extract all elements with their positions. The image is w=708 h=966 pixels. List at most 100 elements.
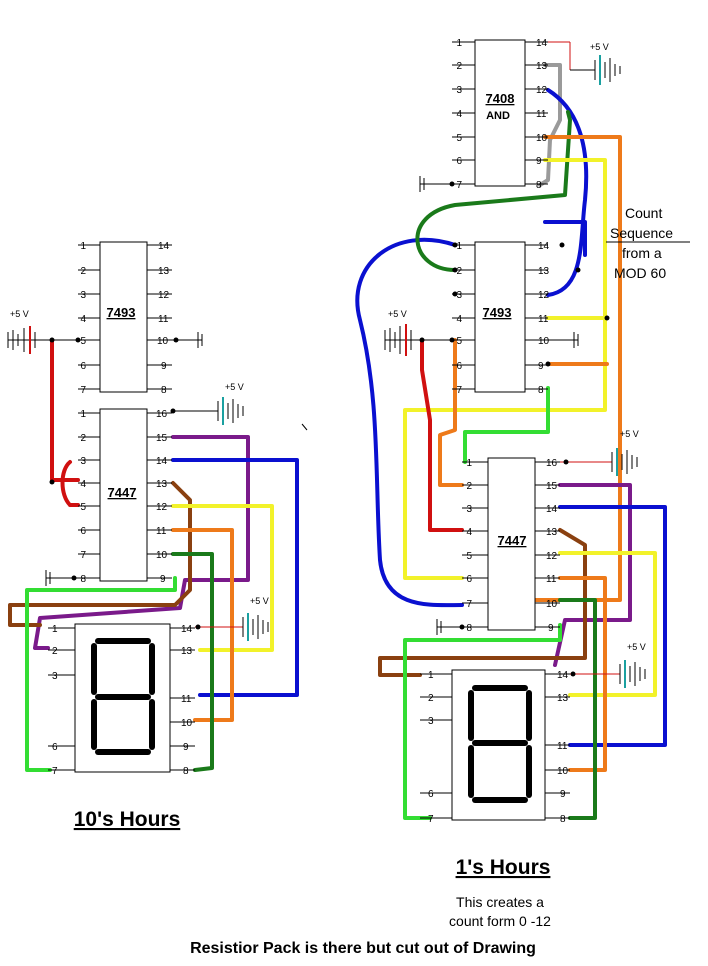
display-tens: 1 2 3 6 7 14 13 11 10 9 8 [48, 623, 195, 777]
wire-lightgreen-tens [25, 576, 177, 772]
pin-label: 13 [181, 646, 193, 657]
supply-label: +5 V [627, 642, 646, 652]
pin-label: 9 [161, 361, 167, 372]
pin-label: 8 [466, 623, 472, 634]
count-label-line: Count [625, 205, 662, 221]
wire-lightgreen-ones [403, 623, 562, 820]
pin-label: 12 [546, 551, 558, 562]
pin-label: 14 [536, 38, 548, 49]
battery-7408: +5 V [548, 41, 621, 85]
pin-label: 11 [536, 109, 547, 120]
chip-7408-name: 7408 [486, 91, 515, 106]
battery-display-ones: +5 V [570, 642, 646, 688]
wire-brown-short [543, 220, 587, 257]
wire-gray [538, 63, 562, 187]
chip-7447-tens-name: 7447 [108, 485, 137, 500]
pin-label: 10 [557, 766, 569, 777]
pin-label: 6 [52, 742, 58, 753]
display-ones: 1 2 3 6 7 14 13 11 10 9 8 [420, 669, 570, 825]
pin-label: 6 [80, 361, 86, 372]
pin-label: 2 [428, 693, 434, 704]
pin-label: 10 [181, 718, 193, 729]
supply-label: +5 V [388, 309, 407, 319]
wire-brown-ones [378, 528, 587, 677]
note-line-1: This creates a [456, 894, 544, 910]
pin-label: 8 [183, 766, 189, 777]
wire-brown-tens [8, 481, 192, 627]
pin-label: 10 [156, 550, 168, 561]
ground-7493-ones [452, 242, 610, 367]
ground-7447-ones [436, 619, 465, 635]
pin-label: 13 [158, 266, 170, 277]
wire-red-ones [420, 338, 464, 532]
supply-label: +5 V [620, 429, 639, 439]
pin-label: 11 [181, 694, 192, 705]
supply-label: +5 V [250, 596, 269, 606]
pin-label: 8 [80, 574, 86, 585]
pin-label: 11 [538, 314, 549, 325]
wires [8, 63, 667, 820]
pin-label: 13 [546, 527, 558, 538]
pin-label: 6 [80, 526, 86, 537]
pin-label: 10 [536, 133, 548, 144]
pin-label: 2 [466, 481, 472, 492]
ground-7493-tens [172, 332, 203, 348]
pin-label: 14 [158, 241, 170, 252]
wire-green-loop [415, 110, 572, 272]
chip-7493-ones: 7493 1 2 3 4 5 6 7 8 9 10 11 12 13 14 [452, 241, 550, 396]
pin-label: 6 [456, 361, 462, 372]
pin-label: 1 [456, 241, 462, 252]
pin-label: 14 [181, 624, 193, 635]
ones-hours-title: 1's Hours [456, 856, 551, 879]
pin-label: 9 [548, 623, 554, 634]
pin-label: 10 [538, 336, 550, 347]
pin-label: 6 [466, 574, 472, 585]
footer-note: Resistior Pack is there but cut out of D… [190, 940, 536, 957]
chip-7408-sub: AND [486, 110, 510, 122]
pin-label: 3 [428, 716, 434, 727]
pin-label: 16 [546, 458, 558, 469]
pin-label: 8 [560, 814, 566, 825]
pin-label: 9 [160, 574, 166, 585]
pin-label: 4 [456, 314, 462, 325]
pin-label: 16 [156, 409, 168, 420]
battery-7447-tens: +5 V [170, 382, 244, 425]
pin-label: 1 [456, 38, 462, 49]
ground-7408 [419, 176, 455, 192]
pin-label: 3 [80, 290, 86, 301]
count-label-line: Sequence [610, 225, 673, 241]
pin-label: 3 [456, 85, 462, 96]
battery-7447-ones: +5 V [560, 429, 639, 476]
pin-label: 7 [456, 385, 462, 396]
battery-7493-tens: +5 V [7, 309, 81, 354]
pin-label: 3 [52, 671, 58, 682]
pin-label: 7 [80, 550, 86, 561]
pin-label: 13 [557, 693, 569, 704]
chip-7447-ones: 7447 1 2 3 4 5 6 7 8 9 10 11 12 13 14 15… [462, 457, 560, 634]
pin-label: 9 [538, 361, 544, 372]
pin-label: 2 [80, 266, 86, 277]
wire-lightgreen-top [463, 386, 550, 464]
pin-label: 8 [536, 180, 542, 191]
pin-label: 2 [52, 646, 58, 657]
pin-label: 1 [52, 624, 58, 635]
pin-label: 12 [536, 85, 548, 96]
wire-yellow-tens [171, 504, 274, 652]
pin-label: 5 [80, 336, 86, 347]
wire-red-tens [50, 338, 80, 507]
pin-label: 3 [466, 504, 472, 515]
pin-label: 7 [52, 766, 58, 777]
pin-label: 4 [466, 527, 472, 538]
pin-label: 4 [80, 314, 86, 325]
pin-label: 8 [161, 385, 167, 396]
pin-label: 11 [546, 574, 557, 585]
pin-label: 14 [557, 670, 569, 681]
pin-label: 2 [456, 266, 462, 277]
tens-hours-title: 10's Hours [74, 808, 181, 831]
pin-label: 11 [557, 741, 568, 752]
pin-label: 1 [80, 409, 86, 420]
wire-blue-loop [546, 88, 589, 297]
pin-label: 7 [456, 180, 462, 191]
